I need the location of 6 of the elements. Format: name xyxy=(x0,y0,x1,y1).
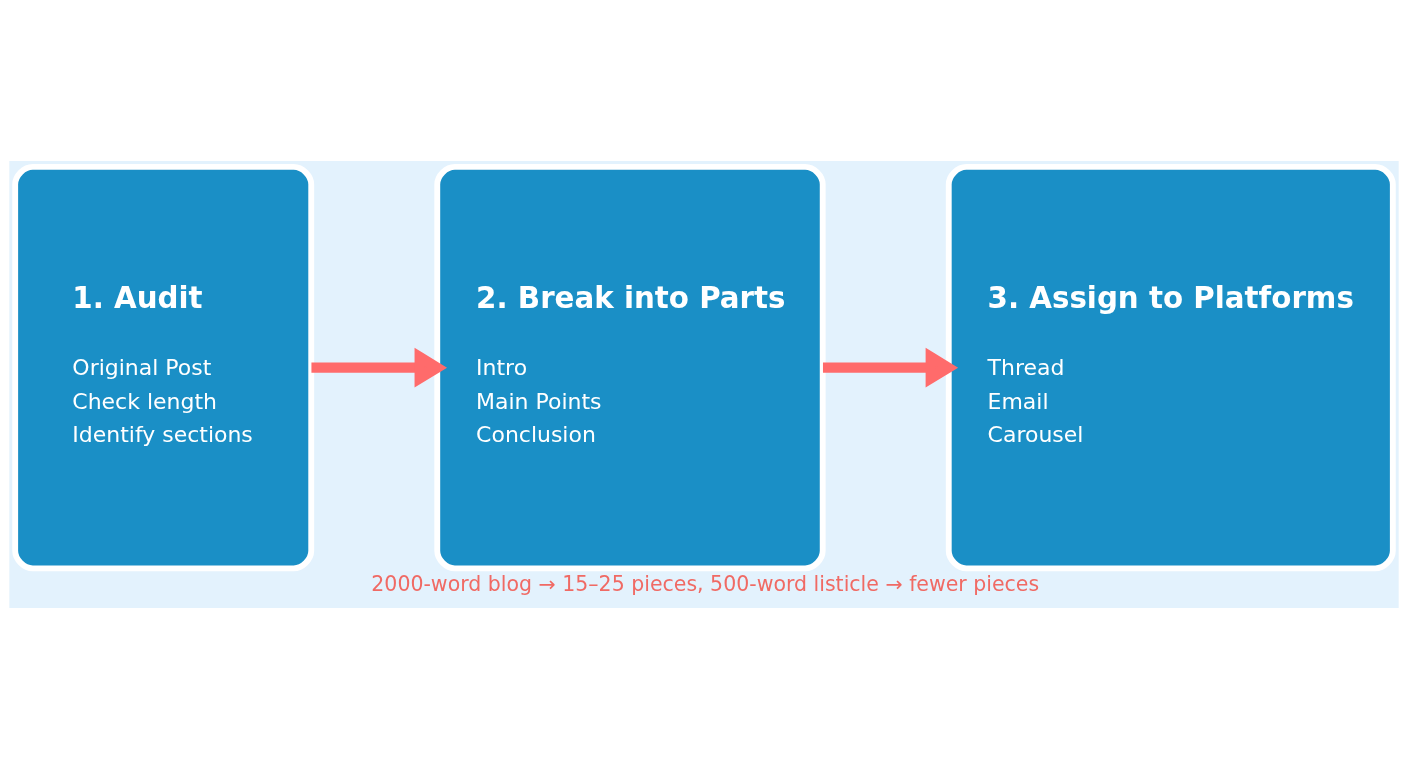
node-box: 1. Audit Original Post Check length Identify sections xyxy=(12,163,315,571)
node-box: 2. Break into Parts Intro Main Points Conclusion xyxy=(434,163,826,571)
arrow xyxy=(823,347,959,388)
caption: 2000-word blog → 15–25 pieces, 500-word listicle → fewer pieces xyxy=(371,571,1040,596)
arrow xyxy=(311,347,448,388)
node-box: 3. Assign to Platforms Thread Email Carousel xyxy=(945,163,1396,571)
